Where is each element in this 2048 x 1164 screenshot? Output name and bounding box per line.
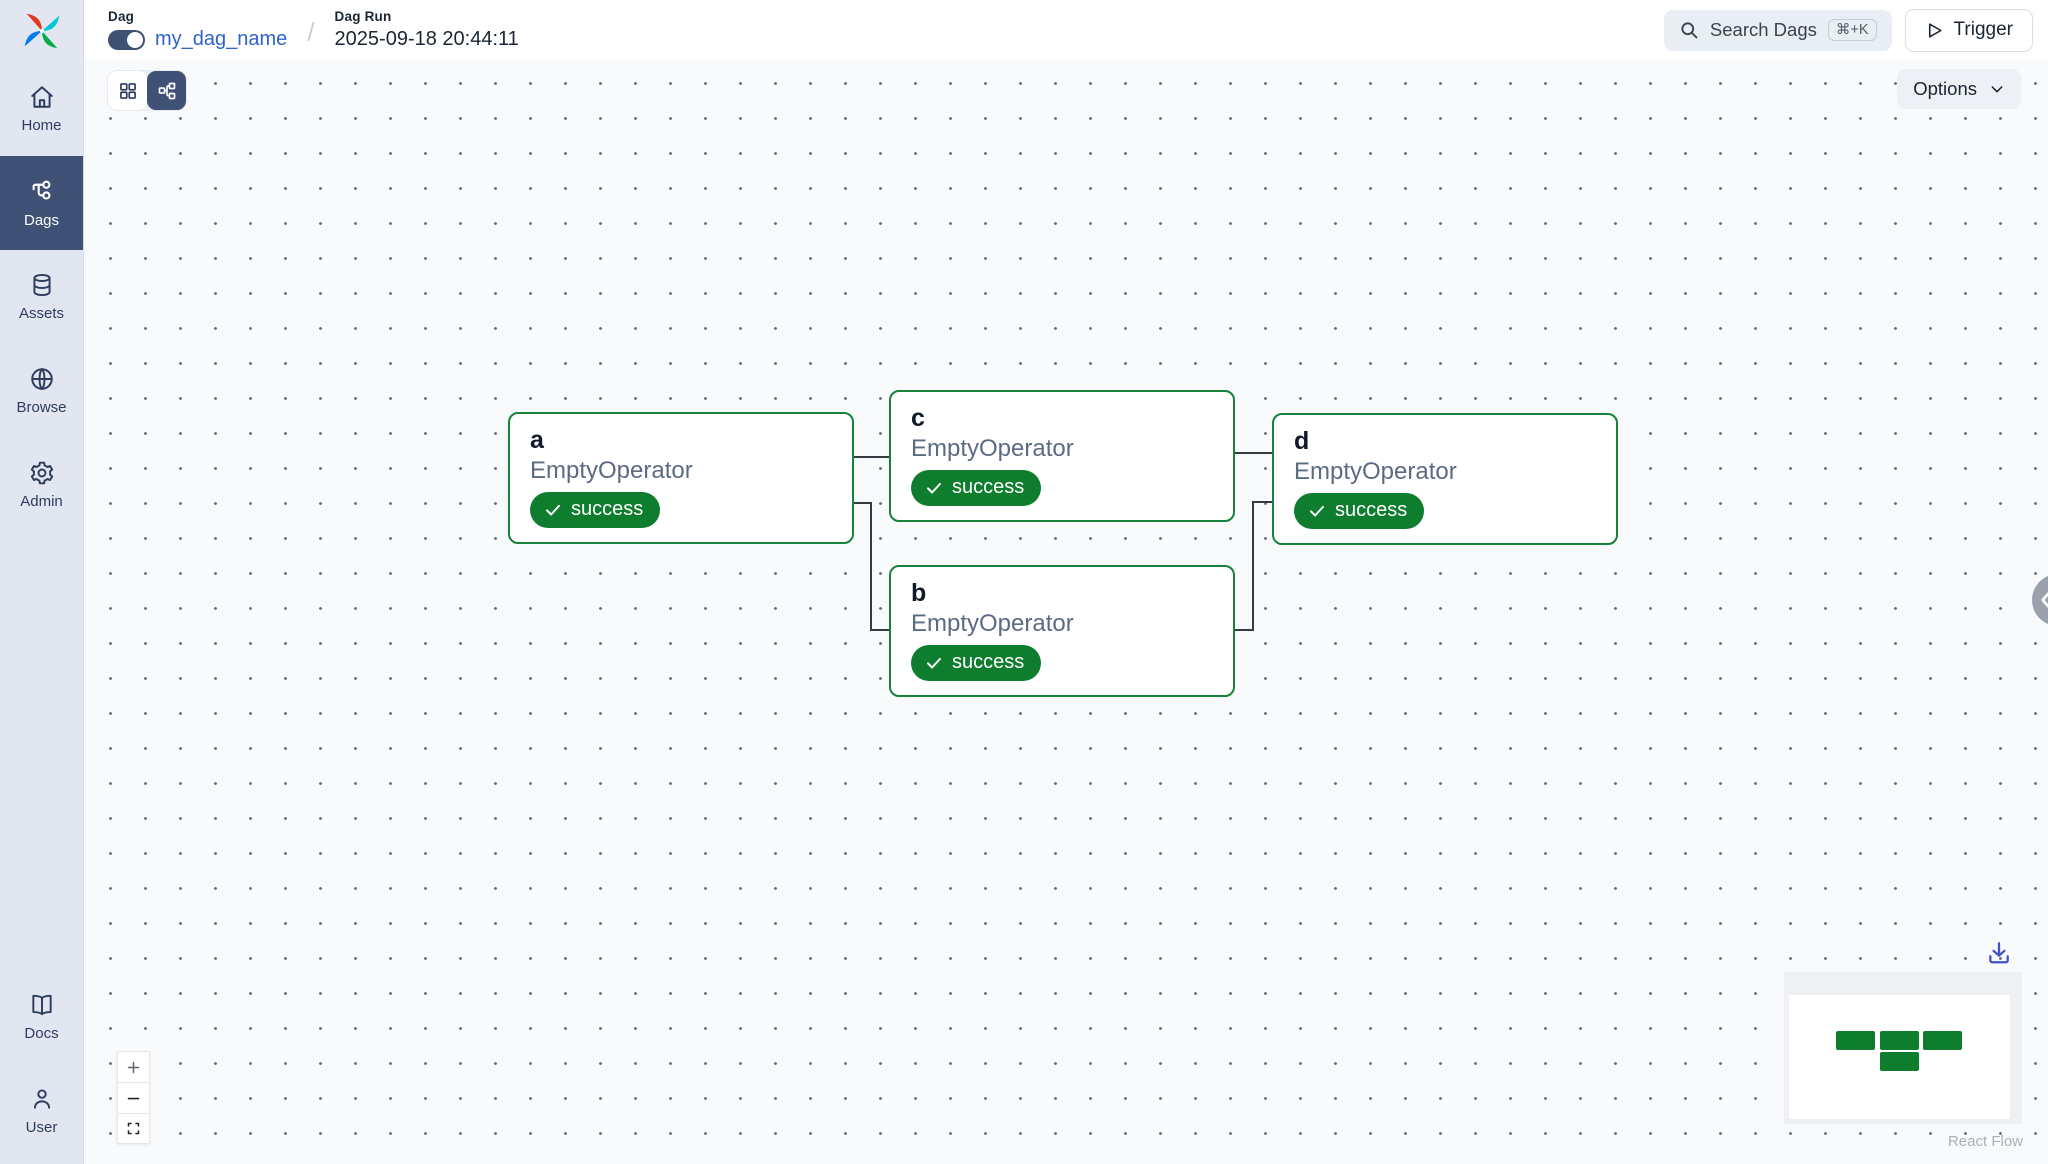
task-id: b xyxy=(911,579,927,607)
dag-name-link[interactable]: my_dag_name xyxy=(155,28,288,50)
minimap[interactable] xyxy=(1784,972,2022,1124)
zoom-in-button[interactable] xyxy=(117,1051,150,1082)
breadcrumb-separator: / xyxy=(307,17,315,47)
task-operator: EmptyOperator xyxy=(530,457,693,485)
task-state-badge[interactable]: success xyxy=(1294,493,1425,530)
check-icon xyxy=(546,504,560,516)
sidebar-item-label: Docs xyxy=(24,1025,59,1042)
task-node-c[interactable]: c EmptyOperator success xyxy=(889,390,1235,523)
airflow-pinwheel-icon xyxy=(24,13,59,49)
graph-canvas[interactable]: Options a EmptyOperator success c EmptyO… xyxy=(84,60,2048,1164)
sidebar: Home Dags Assets Browse Admin xyxy=(0,0,84,1164)
zoom-out-button[interactable] xyxy=(117,1082,150,1113)
task-state-label: success xyxy=(571,498,644,521)
minimap-node-d xyxy=(1923,1031,1962,1050)
edge-a-b xyxy=(854,502,889,631)
sidebar-item-admin[interactable]: Admin xyxy=(0,438,83,532)
dag-label: Dag xyxy=(108,9,135,24)
chevron-down-icon xyxy=(1991,86,2003,93)
header-actions: Search Dags ⌘+K Trigger xyxy=(1663,8,2048,52)
breadcrumb: Dag my_dag_name / Dag Run 2025-09-18 20:… xyxy=(84,9,519,51)
zoom-controls xyxy=(117,1051,150,1144)
options-button[interactable]: Options xyxy=(1897,69,2021,109)
sidebar-item-label: Assets xyxy=(18,305,64,322)
task-node-b[interactable]: b EmptyOperator success xyxy=(889,565,1235,698)
dag-run-label: Dag Run xyxy=(334,9,392,24)
sidebar-item-home[interactable]: Home xyxy=(0,62,83,156)
docs-icon xyxy=(31,994,52,1016)
task-state-badge[interactable]: success xyxy=(911,645,1042,682)
graph-view-icon xyxy=(158,82,175,99)
airflow-logo[interactable] xyxy=(0,0,83,62)
task-operator: EmptyOperator xyxy=(911,610,1074,638)
task-id: c xyxy=(911,404,925,432)
sidebar-item-assets[interactable]: Assets xyxy=(0,250,83,344)
options-label: Options xyxy=(1913,78,1977,99)
plus-icon xyxy=(127,1061,140,1073)
task-state-label: success xyxy=(952,476,1025,499)
search-label: Search Dags xyxy=(1709,19,1817,40)
task-operator: EmptyOperator xyxy=(911,435,1074,463)
minus-icon xyxy=(127,1097,140,1099)
assets-icon xyxy=(32,273,51,297)
fit-view-icon xyxy=(127,1122,140,1135)
header: Dag my_dag_name / Dag Run 2025-09-18 20:… xyxy=(84,0,2048,60)
fit-view-button[interactable] xyxy=(117,1113,150,1144)
task-id: d xyxy=(1294,427,1310,455)
user-icon xyxy=(33,1089,50,1109)
sidebar-item-label: Admin xyxy=(20,493,63,510)
sidebar-item-label: User xyxy=(25,1119,58,1136)
sidebar-item-label: Dags xyxy=(23,211,60,229)
graph-view-button[interactable] xyxy=(147,71,186,110)
sidebar-item-label: Home xyxy=(21,117,62,134)
react-flow-attribution: React Flow xyxy=(1947,1133,2023,1150)
grid-view-button[interactable] xyxy=(108,71,147,110)
minimap-node-c xyxy=(1880,1031,1919,1050)
check-icon xyxy=(927,482,941,494)
sidebar-item-browse[interactable]: Browse xyxy=(0,344,83,438)
dags-icon xyxy=(32,180,51,200)
download-image-button[interactable] xyxy=(1982,936,2016,970)
search-icon xyxy=(1681,22,1698,39)
chevron-left-icon xyxy=(2041,591,2048,609)
search-dags-button[interactable]: Search Dags ⌘+K xyxy=(1663,9,1892,51)
sidebar-item-docs[interactable]: Docs xyxy=(0,970,83,1064)
task-node-a[interactable]: a EmptyOperator success xyxy=(508,412,854,545)
dag-run-timestamp: 2025-09-18 20:44:11 xyxy=(334,28,519,50)
breadcrumb-dag-run: Dag Run 2025-09-18 20:44:11 xyxy=(335,9,519,51)
trigger-label: Trigger xyxy=(1953,19,2013,40)
download-icon xyxy=(1989,942,2009,964)
task-state-badge[interactable]: success xyxy=(530,492,661,529)
home-icon xyxy=(30,86,53,108)
edge-b-d xyxy=(1235,501,1272,631)
sidebar-item-label: Browse xyxy=(16,399,67,416)
minimap-node-b xyxy=(1880,1052,1919,1071)
play-icon xyxy=(1928,22,1942,38)
task-node-d[interactable]: d EmptyOperator success xyxy=(1272,413,1618,546)
minimap-node-a xyxy=(1836,1031,1875,1050)
dag-enabled-toggle[interactable] xyxy=(108,29,145,50)
admin-icon xyxy=(30,461,53,485)
sidebar-item-dags[interactable]: Dags xyxy=(0,156,83,250)
sidebar-item-user[interactable]: User xyxy=(0,1064,83,1158)
task-state-badge[interactable]: success xyxy=(911,470,1042,507)
search-shortcut-kbd: ⌘+K xyxy=(1827,19,1877,41)
browse-icon xyxy=(30,367,53,391)
task-state-label: success xyxy=(1335,499,1408,522)
grid-view-icon xyxy=(119,82,136,99)
check-icon xyxy=(927,657,941,669)
toggle-knob xyxy=(127,31,143,48)
view-toggle xyxy=(108,71,186,110)
breadcrumb-dag: Dag my_dag_name xyxy=(108,9,287,51)
sidebar-spacer xyxy=(0,532,83,970)
task-state-label: success xyxy=(952,651,1025,674)
open-panel-handle[interactable] xyxy=(2032,574,2048,626)
trigger-button[interactable]: Trigger xyxy=(1904,8,2033,52)
task-id: a xyxy=(530,426,544,454)
task-operator: EmptyOperator xyxy=(1294,458,1457,486)
check-icon xyxy=(1310,505,1324,517)
